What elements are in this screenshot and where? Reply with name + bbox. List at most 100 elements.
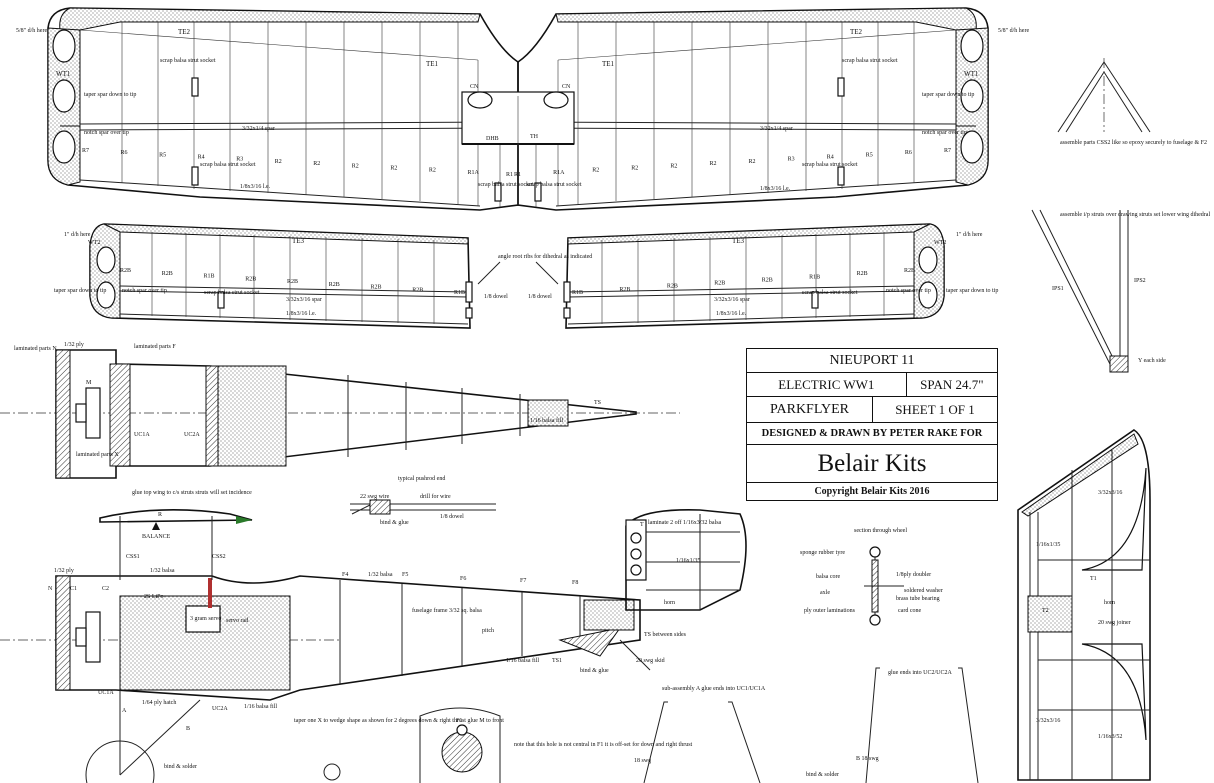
pushrod-detail: typical pushrod end 22 swg wire drill fo… — [350, 476, 496, 526]
svg-text:1/16 balsa fill: 1/16 balsa fill — [530, 417, 563, 424]
svg-text:C2: C2 — [102, 586, 109, 592]
svg-text:scrap balsa strut socket: scrap balsa strut socket — [160, 58, 216, 64]
svg-text:C1: C1 — [70, 586, 77, 592]
svg-text:axle: axle — [820, 590, 830, 596]
rib-label: R4 — [827, 155, 834, 161]
rib-label: R2 — [749, 159, 756, 165]
svg-text:Y each side: Y each side — [1138, 358, 1166, 364]
svg-text:IPS2: IPS2 — [1134, 278, 1146, 284]
svg-text:1/8x3/16 l.e.: 1/8x3/16 l.e. — [760, 186, 791, 192]
svg-text:T2: T2 — [1042, 608, 1049, 614]
svg-text:notch spar over tip: notch spar over tip — [122, 288, 167, 294]
svg-text:sponge rubber tyre: sponge rubber tyre — [800, 550, 845, 556]
svg-text:CSS2: CSS2 — [212, 554, 226, 560]
svg-text:3/32x1/4 spar: 3/32x1/4 spar — [760, 126, 793, 132]
svg-text:horn: horn — [664, 600, 675, 606]
svg-text:WT1: WT1 — [56, 70, 71, 78]
rib-label: R2 — [429, 168, 436, 174]
svg-text:horn: horn — [1104, 600, 1115, 606]
svg-text:1/8 dowel: 1/8 dowel — [484, 294, 508, 300]
svg-text:3/32x3/16 spar: 3/32x3/16 spar — [714, 297, 750, 303]
rib-label: R2B — [371, 285, 382, 291]
svg-text:T1: T1 — [1090, 576, 1097, 582]
svg-text:TE1: TE1 — [426, 60, 439, 68]
svg-text:1" d/h here: 1" d/h here — [64, 232, 91, 238]
wheel-section: section through wheel sponge rubber tyre… — [800, 528, 943, 626]
rib-label: R2 — [390, 166, 397, 172]
designer-credit: DESIGNED & DRAWN BY PETER RAKE FOR — [761, 428, 983, 439]
rib-label: R2B — [287, 279, 298, 285]
svg-text:20 swg skid: 20 swg skid — [636, 658, 665, 664]
rib-label: R3 — [788, 157, 795, 163]
rib-label: R2B — [245, 276, 256, 282]
svg-text:scrap balsa strut socket: scrap balsa strut socket — [802, 162, 858, 168]
svg-text:assemble i/p struts over drawi: assemble i/p struts over drawing struts … — [1060, 212, 1210, 218]
cabane-struts-diagram: assemble parts CSS2 like so epoxy secure… — [1057, 58, 1207, 146]
svg-text:scrap balsa strut socket: scrap balsa strut socket — [200, 162, 256, 168]
svg-text:CN: CN — [562, 84, 571, 90]
svg-text:laminated parts N: laminated parts N — [14, 346, 57, 352]
rib-label: R1 — [506, 172, 513, 178]
svg-text:2S LiPo: 2S LiPo — [144, 594, 164, 600]
svg-text:TE3: TE3 — [292, 237, 305, 245]
svg-text:F7: F7 — [520, 578, 526, 584]
rib-label: R2 — [631, 166, 638, 172]
svg-text:ply outer laminations: ply outer laminations — [804, 608, 856, 614]
balance-diagram: glue top wing to c/s struts struts will … — [99, 490, 253, 540]
svg-text:scrap balsa strut socket: scrap balsa strut socket — [478, 182, 534, 188]
rib-label: R5 — [866, 152, 873, 158]
svg-text:card cone: card cone — [898, 608, 921, 614]
svg-text:glue ends into UC2/UC2A: glue ends into UC2/UC2A — [888, 670, 952, 676]
svg-text:taper spar down to tip: taper spar down to tip — [54, 288, 106, 294]
svg-text:1/16x1/35: 1/16x1/35 — [676, 558, 700, 564]
wingspan: SPAN 24.7" — [905, 373, 997, 396]
svg-text:WT2: WT2 — [934, 240, 946, 246]
rib-label: R2 — [352, 163, 359, 169]
svg-text:notch spar over tip: notch spar over tip — [84, 130, 129, 136]
svg-text:BALANCE: BALANCE — [142, 534, 171, 540]
svg-text:laminated parts F: laminated parts F — [134, 344, 176, 350]
rib-label: R2B — [162, 271, 173, 277]
svg-text:F6: F6 — [460, 576, 466, 582]
svg-text:22 swg wire: 22 swg wire — [360, 494, 390, 500]
svg-text:glue top wing to c/s struts st: glue top wing to c/s struts struts will … — [132, 490, 252, 496]
svg-text:taper spar down to tip: taper spar down to tip — [946, 288, 998, 294]
svg-text:taper one X to wedge shape as: taper one X to wedge shape as shown for … — [294, 717, 504, 724]
rib-label: R1A — [468, 170, 480, 176]
rib-label: R1A — [553, 170, 565, 176]
rib-label: R6 — [905, 150, 912, 156]
rib-label: R2 — [592, 168, 599, 174]
svg-text:TS between sides: TS between sides — [644, 632, 687, 638]
svg-text:3 gram servo: 3 gram servo — [190, 616, 221, 622]
svg-text:sub-assembly A glue ends into: sub-assembly A glue ends into UC1/UC1A — [662, 686, 766, 692]
svg-text:bind & solder: bind & solder — [164, 764, 197, 770]
rib-label: R1B — [572, 290, 583, 296]
rib-label: R2B — [857, 271, 868, 277]
rib-label: R2 — [313, 161, 320, 167]
svg-text:WT2: WT2 — [88, 240, 100, 246]
svg-text:N: N — [48, 586, 53, 592]
svg-text:1/32 ply: 1/32 ply — [64, 342, 84, 348]
svg-text:M: M — [86, 380, 92, 386]
svg-text:scrap balsa strut socket: scrap balsa strut socket — [204, 290, 260, 296]
rib-label: R2B — [714, 281, 725, 287]
svg-text:1/8x3/16 l.e.: 1/8x3/16 l.e. — [716, 311, 747, 317]
svg-text:F8: F8 — [572, 580, 578, 586]
svg-text:section through wheel: section through wheel — [854, 528, 907, 534]
upper-wing — [47, 7, 989, 211]
rib-label: R1 — [514, 172, 521, 178]
rib-label: R4 — [198, 155, 205, 161]
rib-label: R2B — [412, 287, 423, 293]
svg-text:A: A — [122, 708, 127, 714]
svg-text:CSS1: CSS1 — [126, 554, 140, 560]
svg-text:pitch: pitch — [482, 628, 494, 634]
rudder: laminate 2 off 1/16x3/32 balsa 1/16x1/35… — [625, 509, 747, 611]
copyright: Copyright Belair Kits 2016 — [814, 486, 930, 497]
rib-label: R6 — [121, 150, 128, 156]
sheet-number: SHEET 1 OF 1 — [872, 397, 997, 422]
svg-text:TE3: TE3 — [732, 237, 745, 245]
rib-label: R3 — [236, 157, 243, 163]
rib-label: R7 — [944, 148, 951, 154]
bottom-details: taper one X to wedge shape as shown for … — [294, 667, 979, 783]
